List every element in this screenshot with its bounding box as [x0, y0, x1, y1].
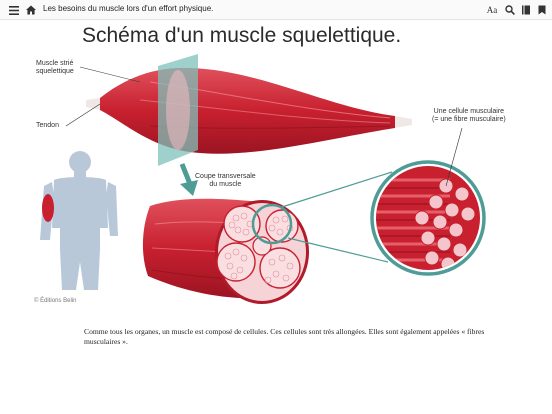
zoom-marker [251, 203, 293, 245]
page-name: Les besoins du muscle lors d'un effort p… [43, 4, 214, 13]
label-tendon: Tendon [36, 122, 59, 129]
human-body-silhouette [40, 151, 118, 290]
font-size-button[interactable]: Aa [484, 2, 500, 18]
book-button[interactable] [518, 2, 534, 18]
label-muscle-cell: Une cellule musculaire (= une fibre musc… [432, 108, 506, 123]
menu-button[interactable] [6, 2, 22, 18]
muscle-diagram: Muscle strié squelettique Tendon Coupe t… [34, 54, 506, 304]
muscle-cross-section [142, 198, 309, 304]
home-icon [26, 5, 36, 15]
muscle-illustration [40, 54, 486, 304]
top-toolbar: Les besoins du muscle lors d'un effort p… [0, 0, 552, 20]
book-icon [522, 5, 530, 15]
label-cross-section: Coupe transversale du muscle [195, 173, 256, 188]
menu-icon [9, 5, 19, 15]
search-button[interactable] [502, 2, 518, 18]
copyright-notice: © Éditions Belin [34, 298, 77, 304]
label-muscle: Muscle strié squelettique [36, 60, 74, 75]
figure-title: Schéma d'un muscle squelettique. [82, 24, 402, 47]
bookmark-button[interactable] [534, 2, 550, 18]
search-icon [505, 5, 515, 15]
bookmark-icon [538, 5, 546, 15]
caption-text: Comme tous les organes, un muscle est co… [84, 327, 485, 346]
home-button[interactable] [23, 2, 39, 18]
arrow-down-icon [179, 163, 198, 196]
font-size-icon: Aa [486, 5, 498, 15]
fiber-magnification [370, 160, 486, 276]
